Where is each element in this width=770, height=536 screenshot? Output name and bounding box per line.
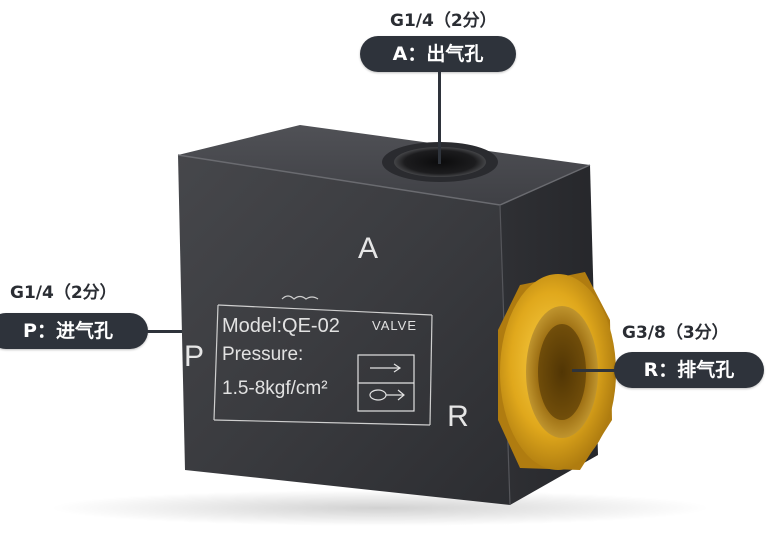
port-p-leader-line [146, 330, 182, 333]
engraved-valve-text: VALVE [372, 318, 417, 333]
engraved-pressure-range: 1.5-8kgf/cm² [222, 378, 328, 399]
port-letter-a: A [358, 232, 378, 265]
port-a-spec: G1/4（2分） [390, 11, 497, 31]
engraved-pressure-label: Pressure: [222, 344, 303, 365]
ground-shadow [50, 490, 710, 526]
port-p-label: P：进气孔 [0, 313, 148, 349]
engraved-model: Model:QE-02 [222, 315, 340, 337]
port-r-leader-line [572, 369, 616, 372]
engraved-label: Model:QE-02 Pressure: 1.5-8kgf/cm² VALVE [213, 295, 433, 426]
port-letter-p: P [184, 340, 204, 373]
port-r-spec: G3/8（3分） [622, 323, 729, 343]
port-a-leader-line [438, 72, 441, 164]
valve-front-face [178, 155, 510, 505]
port-letter-r: R [447, 400, 469, 433]
port-p-spec: G1/4（2分） [10, 283, 117, 303]
port-r-label: R：排气孔 [614, 352, 764, 388]
logo-mark [281, 295, 319, 300]
port-a-label: A：出气孔 [360, 36, 516, 72]
valve-symbol-icon [357, 354, 415, 412]
